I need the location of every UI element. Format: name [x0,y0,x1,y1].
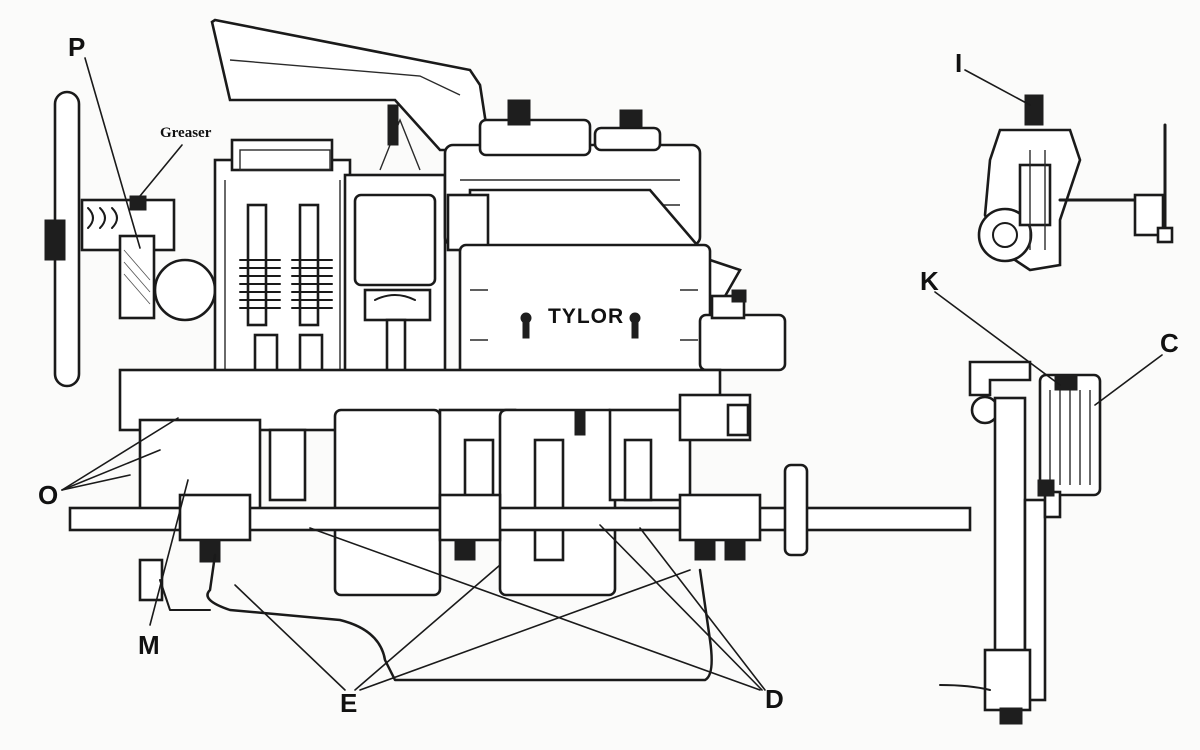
leader-O-1 [61,417,179,491]
leader-O-2 [61,449,161,491]
keyhole-left [520,312,532,339]
main-engine [44,18,972,682]
leader-D-3 [639,527,766,691]
brand-nameplate: TYLOR [548,305,625,328]
leader-C [1094,354,1163,406]
leader-I [964,69,1031,106]
leader-P [84,57,141,249]
leader-O-3 [61,474,131,491]
oil-pipe [206,553,713,682]
water-pump [153,258,217,322]
leader-E-3 [359,569,691,691]
keyhole-right [629,312,641,339]
leader-lines [61,57,1163,691]
leader-E-1 [234,584,346,691]
label-E: E [340,688,358,718]
label-greaser: Greaser [160,125,212,141]
exhaust-pipe [210,18,492,152]
crankshaft-area [68,368,972,602]
crankcase [458,243,712,387]
water-pump-detail [939,360,1102,725]
label-K: K [920,266,939,296]
fan [44,90,176,388]
carburettor-detail [977,94,1174,272]
leader-M [149,479,189,626]
leader-greaser [139,144,183,197]
leader-K [934,291,1061,386]
leader-D-1 [309,527,761,691]
label-D: D [765,684,784,714]
label-M: M [138,630,160,660]
label-P: P [68,32,86,62]
magneto [698,289,787,372]
leader-E-2 [354,564,501,691]
label-O: O [38,480,59,510]
label-C: C [1160,328,1179,358]
label-I: I [955,48,963,78]
leader-D-2 [599,524,763,691]
